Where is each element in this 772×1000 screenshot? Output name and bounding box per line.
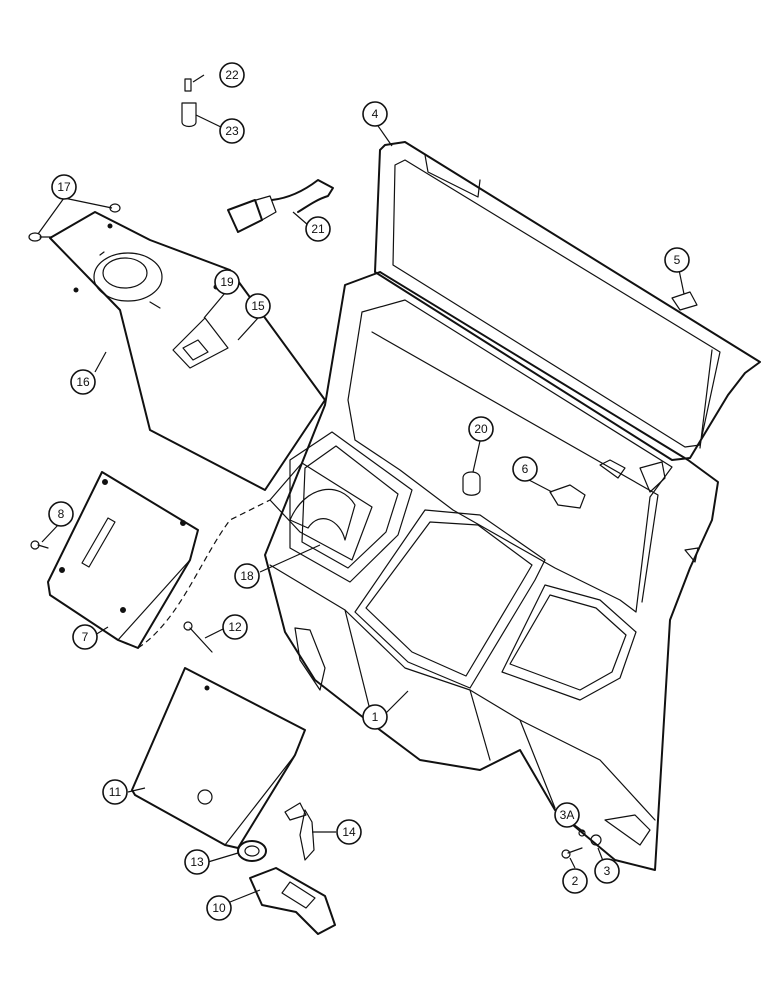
callout-23: 23 [219, 118, 245, 144]
svg-text:1: 1 [372, 710, 379, 724]
callout-7: 7 [72, 624, 98, 650]
callout-3: 3 [594, 858, 620, 884]
svg-text:4: 4 [372, 107, 379, 121]
part-bottom-cover [131, 667, 306, 849]
callout-3A: 3A [554, 802, 580, 828]
svg-text:8: 8 [58, 507, 65, 521]
callout-14: 14 [336, 819, 362, 845]
svg-text:5: 5 [674, 253, 681, 267]
svg-text:11: 11 [109, 785, 122, 799]
svg-text:13: 13 [190, 855, 204, 869]
svg-text:7: 7 [82, 630, 89, 644]
callout-13: 13 [184, 849, 210, 875]
callout-6: 6 [512, 456, 538, 482]
svg-text:23: 23 [225, 124, 239, 138]
part-upper-panel [49, 211, 326, 491]
callout-8: 8 [48, 501, 74, 527]
callout-20: 20 [468, 416, 494, 442]
part-u-bezel [269, 462, 373, 561]
svg-text:22: 22 [225, 68, 239, 82]
callout-10: 10 [206, 895, 232, 921]
callout-2: 2 [562, 868, 588, 894]
svg-text:10: 10 [212, 901, 226, 915]
svg-text:12: 12 [228, 620, 242, 634]
callout-21: 21 [305, 216, 331, 242]
part-harness [227, 179, 334, 233]
callout-18: 18 [234, 563, 260, 589]
part-lid [374, 141, 761, 461]
callout-12: 12 [222, 614, 248, 640]
callout-5: 5 [664, 247, 690, 273]
callout-22: 22 [219, 62, 245, 88]
svg-text:14: 14 [342, 825, 356, 839]
svg-text:18: 18 [240, 569, 254, 583]
callout-1: 1 [362, 704, 388, 730]
callout-17: 17 [51, 174, 77, 200]
svg-text:2: 2 [572, 874, 579, 888]
callout-15: 15 [245, 293, 271, 319]
part-plate-7 [47, 471, 271, 649]
svg-text:3A: 3A [560, 808, 575, 822]
part-small-hardware [28, 78, 698, 859]
part-switch-assembly [237, 802, 336, 935]
leader-lines [37, 74, 685, 903]
part-dash-housing [264, 271, 719, 871]
svg-text:21: 21 [311, 222, 325, 236]
svg-text:6: 6 [522, 462, 529, 476]
svg-text:16: 16 [76, 375, 90, 389]
callout-4: 4 [362, 101, 388, 127]
callout-16: 16 [70, 369, 96, 395]
svg-text:3: 3 [604, 864, 611, 878]
svg-text:20: 20 [474, 422, 488, 436]
svg-text:17: 17 [57, 180, 71, 194]
svg-text:19: 19 [220, 275, 234, 289]
callout-19: 19 [214, 269, 240, 295]
svg-text:15: 15 [251, 299, 265, 313]
callout-11: 11 [102, 779, 128, 805]
